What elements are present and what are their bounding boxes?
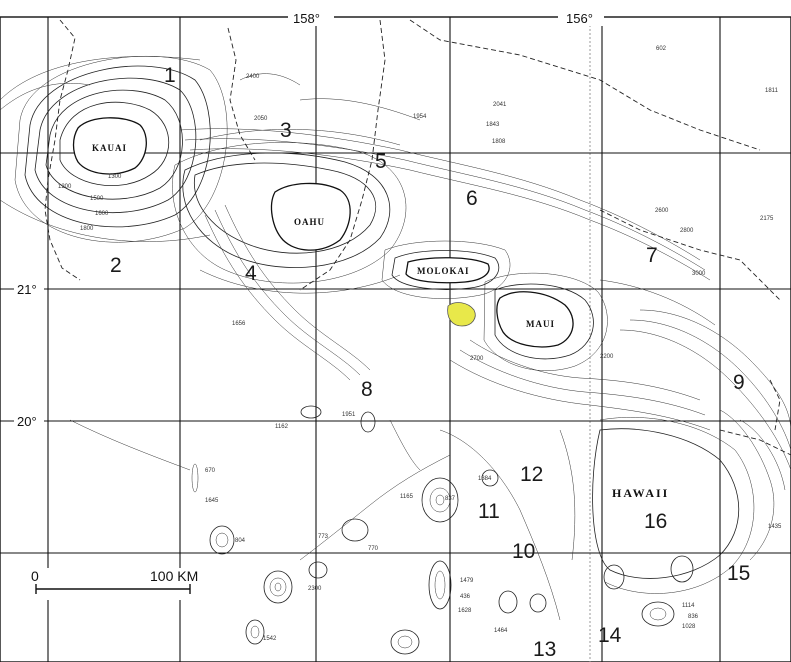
channel-contours [179, 73, 711, 281]
kauai-contours [0, 55, 228, 243]
longitude-label-156: 156° [566, 11, 593, 26]
region-14: 14 [598, 624, 622, 647]
svg-text:1542: 1542 [263, 636, 277, 642]
boundary-lines [44, 19, 791, 456]
region-1: 1 [164, 64, 176, 87]
svg-text:1162: 1162 [275, 424, 289, 430]
region-15: 15 [727, 562, 750, 585]
svg-text:670: 670 [205, 468, 216, 474]
longitude-label-158: 158° [293, 11, 320, 26]
svg-text:837: 837 [445, 496, 456, 502]
depth-labels: 2400 2050 2041 1843 1808 1954 602 2175 3… [58, 46, 782, 642]
region-16: 16 [644, 510, 667, 533]
hawaii-label: HAWAII [612, 486, 669, 500]
svg-text:2050: 2050 [254, 116, 268, 122]
region-10: 10 [512, 540, 535, 563]
svg-text:1384: 1384 [478, 476, 492, 482]
svg-text:1165: 1165 [400, 494, 414, 500]
oahu-label: OAHU [294, 217, 325, 227]
svg-text:836: 836 [688, 614, 699, 620]
kauai-island [72, 117, 147, 175]
svg-text:2300: 2300 [308, 586, 322, 592]
svg-text:1800: 1800 [80, 226, 94, 232]
latitude-label-20: 20° [17, 414, 37, 429]
map-frame [0, 16, 791, 662]
scale-start: 0 [31, 568, 39, 584]
svg-text:2041: 2041 [493, 102, 507, 108]
oahu-island [270, 182, 351, 251]
region-5: 5 [375, 150, 387, 173]
svg-text:1656: 1656 [232, 321, 246, 327]
region-12: 12 [520, 463, 543, 486]
seamount-contours [69, 405, 694, 655]
hawaii-contours [592, 279, 791, 594]
svg-text:1645: 1645 [205, 498, 219, 504]
region-7: 7 [646, 244, 658, 267]
region-9: 9 [733, 371, 745, 394]
oahu-contours [172, 129, 407, 381]
region-13: 13 [533, 638, 556, 661]
region-3: 3 [280, 119, 292, 142]
kauai-label: KAUAI [92, 143, 127, 153]
svg-text:1808: 1808 [492, 139, 506, 145]
svg-text:1114: 1114 [682, 603, 695, 609]
region-11: 11 [478, 500, 500, 523]
svg-text:1200: 1200 [58, 184, 72, 190]
svg-text:2600: 2600 [655, 208, 669, 214]
svg-text:3000: 3000 [692, 271, 706, 277]
molokai-island [405, 257, 490, 284]
molokai-label: MOLOKAI [417, 266, 470, 276]
svg-text:770: 770 [368, 546, 379, 552]
svg-text:1435: 1435 [768, 524, 782, 530]
svg-text:1600: 1600 [95, 211, 109, 217]
maui-contours [449, 272, 711, 431]
svg-text:2200: 2200 [600, 354, 614, 360]
scale-end: 100 KM [150, 568, 198, 584]
latitude-label-21: 21° [17, 282, 37, 297]
molokai-contours [381, 240, 511, 299]
svg-text:2800: 2800 [680, 228, 694, 234]
svg-text:1951: 1951 [342, 412, 356, 418]
svg-text:436: 436 [460, 594, 471, 600]
region-8: 8 [361, 378, 373, 401]
maui-label: MAUI [526, 319, 555, 329]
svg-text:2400: 2400 [246, 74, 260, 80]
svg-text:773: 773 [318, 534, 329, 540]
svg-text:1479: 1479 [460, 578, 474, 584]
svg-text:1628: 1628 [458, 608, 472, 614]
svg-text:1843: 1843 [486, 122, 500, 128]
svg-text:1464: 1464 [494, 628, 508, 634]
lanai-highlight [447, 302, 476, 327]
region-4: 4 [245, 262, 257, 285]
svg-text:1500: 1500 [90, 196, 104, 202]
svg-text:1811: 1811 [765, 88, 779, 94]
svg-text:2175: 2175 [760, 216, 774, 222]
svg-text:1028: 1028 [682, 624, 696, 630]
region-numbers: 1 2 3 4 5 6 7 8 9 10 11 12 13 14 15 16 [110, 64, 750, 661]
svg-text:1300: 1300 [108, 174, 122, 180]
scale-bar: 0 100 KM [28, 568, 218, 600]
svg-text:1954: 1954 [413, 114, 427, 120]
svg-text:2700: 2700 [470, 356, 484, 362]
region-6: 6 [466, 187, 478, 210]
region-2: 2 [110, 254, 122, 277]
svg-text:602: 602 [656, 46, 667, 52]
maui-island [496, 291, 574, 348]
svg-text:804: 804 [235, 538, 246, 544]
